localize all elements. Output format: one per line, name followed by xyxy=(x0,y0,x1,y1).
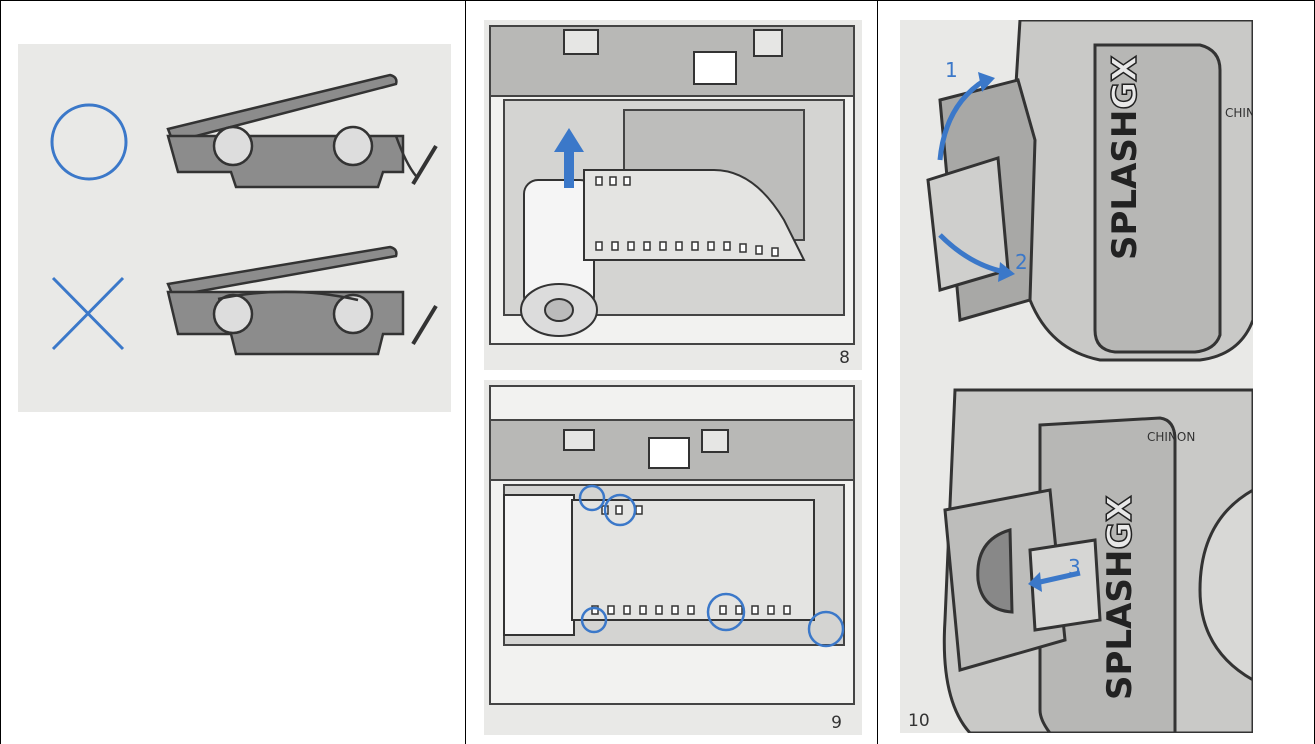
model-suffix-bottom: GX xyxy=(1099,495,1141,551)
figure-number-8: 8 xyxy=(839,348,850,368)
arrow-up-icon xyxy=(554,128,584,188)
model-label-top: SPLASHGX xyxy=(1104,55,1146,260)
figure-9: 9 xyxy=(484,380,862,735)
model-suffix-top: GX xyxy=(1104,55,1146,111)
cartridge-correct xyxy=(166,73,438,189)
highlight-circles xyxy=(578,484,845,648)
brand-label-top: CHIN xyxy=(1225,106,1253,120)
placement-diagram xyxy=(18,44,451,412)
circle-icon xyxy=(50,103,128,181)
figure-10: 1 2 3 CHIN CHINON SPLASHGX SPLASHGX 10 xyxy=(900,20,1253,733)
cartridge-wrong xyxy=(166,245,438,356)
figure-number-10: 10 xyxy=(908,711,930,731)
model-name-top: SPLASH xyxy=(1105,109,1145,260)
step-label-3: 3 xyxy=(1068,555,1081,579)
step-label-1: 1 xyxy=(945,58,958,82)
figure-8: 8 xyxy=(484,20,862,370)
arrow-step-icons xyxy=(937,77,1081,585)
x-icon xyxy=(51,276,125,351)
divider-2 xyxy=(877,0,878,744)
model-label-bottom: SPLASHGX xyxy=(1099,495,1141,700)
model-name-bottom: SPLASH xyxy=(1100,549,1140,700)
brand-label-bottom: CHINON xyxy=(1147,430,1196,444)
outer-border-top xyxy=(0,0,1315,1)
outer-border-left xyxy=(0,0,1,744)
step-label-2: 2 xyxy=(1015,250,1028,274)
divider-1 xyxy=(465,0,466,744)
figure-number-9: 9 xyxy=(831,713,842,733)
